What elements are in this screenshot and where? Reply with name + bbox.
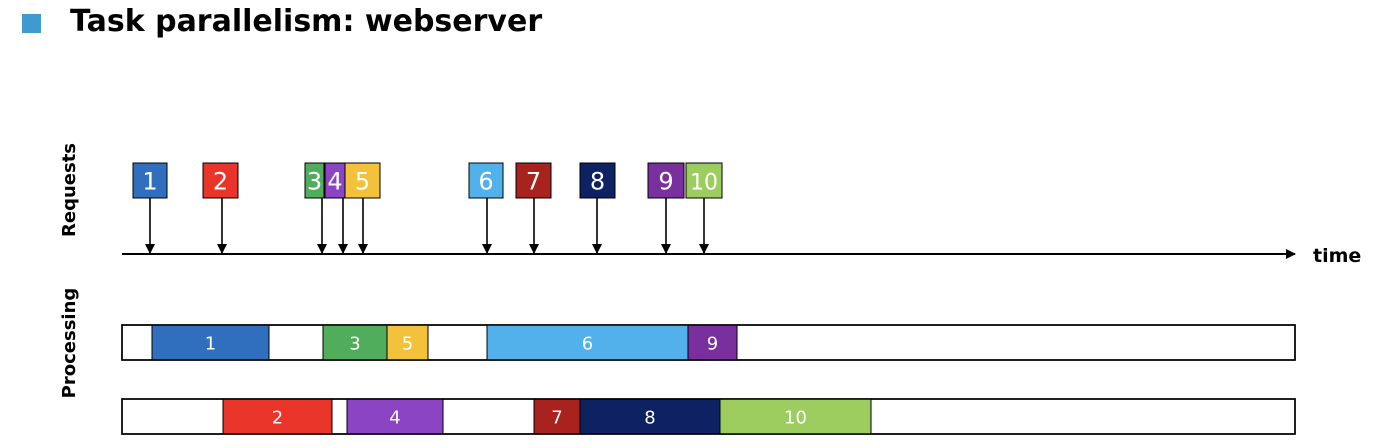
request-label: 9 (658, 168, 673, 196)
task-segment-5: 5 (386, 324, 429, 361)
processing-lane-1: 1 3 5 6 9 (121, 324, 1296, 361)
task-segment-bar (322, 324, 388, 361)
processing-lane-2: 2 4 7 8 10 (121, 398, 1296, 435)
request-box (132, 162, 168, 199)
request-1: 1 (132, 162, 168, 254)
task-segment-label: 4 (389, 408, 400, 429)
task-segment-label: 3 (349, 334, 360, 355)
request-label: 3 (307, 168, 322, 196)
slide-header: Task parallelism: webserver (0, 0, 1380, 60)
request-label: 5 (355, 168, 370, 196)
request-5: 5 (344, 162, 381, 254)
request-2: 2 (202, 162, 239, 254)
task-segment-1: 1 (151, 324, 270, 361)
task-segment-bar (386, 324, 429, 361)
task-segment-label: 6 (582, 334, 593, 355)
task-segment-8: 8 (579, 398, 721, 435)
task-segment-9: 9 (687, 324, 738, 361)
request-3: 3 (304, 162, 327, 254)
request-label: 8 (590, 168, 605, 196)
request-box (647, 162, 685, 199)
request-label: 2 (213, 168, 228, 196)
request-label: 7 (526, 168, 541, 196)
task-segment-3: 3 (322, 324, 388, 361)
task-segment-label: 8 (644, 408, 655, 429)
request-label: 4 (327, 168, 342, 196)
request-box (685, 162, 723, 199)
request-box (304, 162, 325, 199)
request-box (579, 162, 616, 199)
requests-axis-label: Requests (59, 143, 80, 237)
task-segment-label: 7 (551, 408, 562, 429)
task-segment-bar (346, 398, 444, 435)
request-box (202, 162, 239, 199)
request-label: 10 (690, 171, 718, 196)
task-segment-7: 7 (533, 398, 581, 435)
task-segment-label: 10 (784, 408, 807, 429)
request-7: 7 (515, 162, 552, 254)
request-box (515, 162, 552, 199)
task-segment-label: 1 (205, 334, 216, 355)
task-segment-4: 4 (346, 398, 444, 435)
task-segment-label: 2 (272, 408, 283, 429)
task-segment-2: 2 (222, 398, 333, 435)
task-segment-bar (687, 324, 738, 361)
request-box (344, 162, 381, 199)
task-segment-bar (486, 324, 689, 361)
request-6: 6 (468, 162, 504, 254)
request-8: 8 (579, 162, 616, 254)
request-box (468, 162, 504, 199)
request-label: 1 (142, 168, 157, 196)
task-segment-label: 9 (707, 334, 718, 355)
request-9: 9 (647, 162, 685, 254)
task-segment-6: 6 (486, 324, 689, 361)
slide-title: Task parallelism: webserver (70, 4, 543, 39)
request-4: 4 (324, 162, 348, 254)
task-segment-label: 5 (402, 334, 413, 355)
request-label: 6 (478, 168, 493, 196)
task-segment-10: 10 (719, 398, 872, 435)
time-axis-label: time (1313, 245, 1361, 267)
lane-outline (121, 398, 1296, 435)
lane-outline (121, 324, 1296, 361)
bullet-square-icon (22, 14, 41, 33)
processing-axis-label: Processing (59, 288, 80, 399)
request-10: 10 (685, 162, 723, 254)
